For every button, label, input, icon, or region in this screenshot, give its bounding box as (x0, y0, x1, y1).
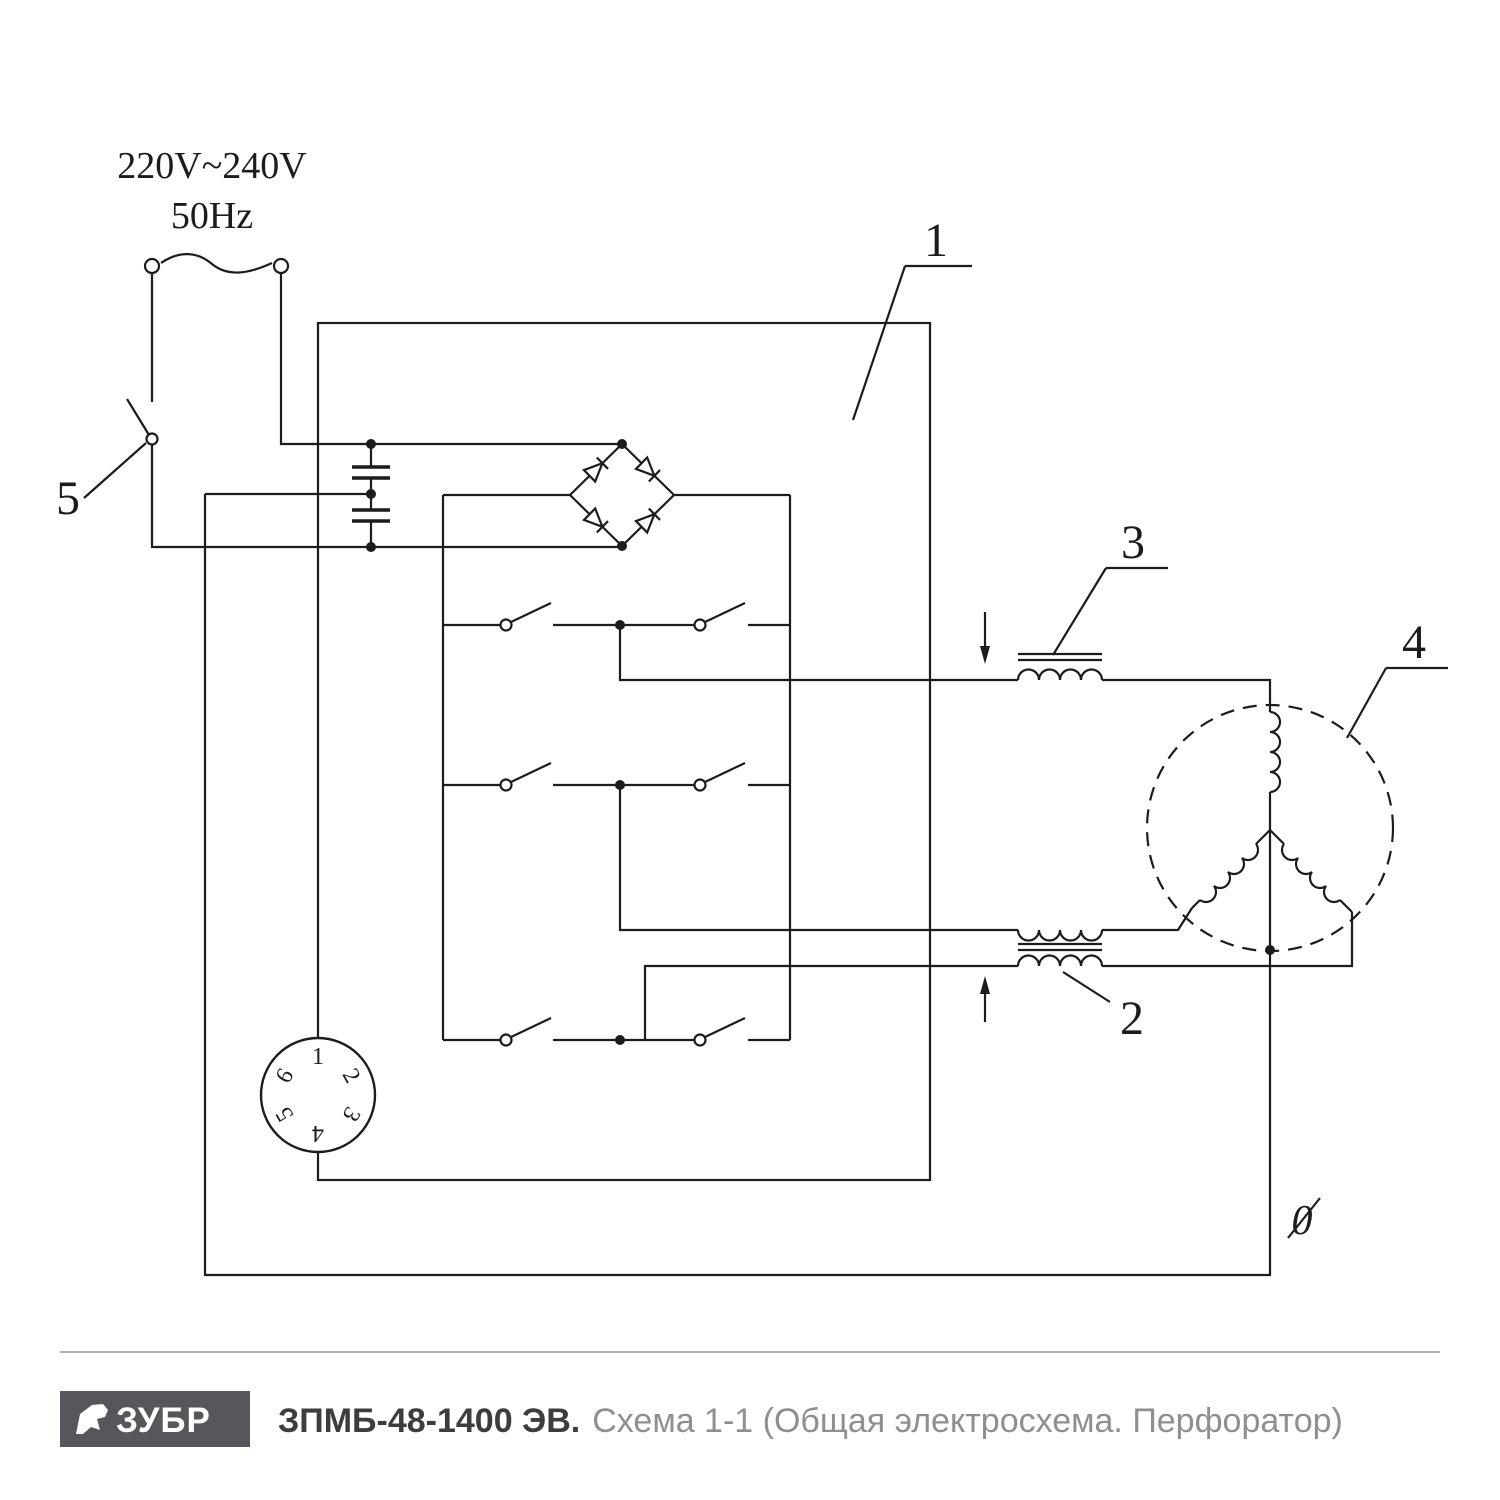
line-wire (279, 273, 622, 446)
callout-1-leader (851, 265, 907, 421)
arrow-up-icon (980, 976, 990, 994)
phase-w-wire-2 (1102, 912, 1354, 968)
switch-contact (693, 778, 707, 792)
coil-3-winding (1016, 668, 1104, 681)
motor-winding-top (1269, 710, 1282, 794)
star-point-dot (1265, 945, 1275, 955)
callout-4-leader (1346, 667, 1387, 739)
connector-body (259, 1036, 377, 1154)
phase-wires (618, 625, 1354, 1040)
motor-winding-left-end (1191, 899, 1201, 909)
rectifier-bridge (443, 442, 790, 548)
motor-winding-right-end (1339, 899, 1353, 913)
lower-sensor-coil (980, 929, 1104, 1022)
junction-dot (617, 541, 627, 551)
switch-row-2 (443, 762, 790, 792)
supply-terminal-right (272, 257, 290, 275)
supply-frequency-label: 50Hz (171, 195, 253, 237)
callout-2-label: 2 (1120, 992, 1144, 1045)
brand-name: ЗУБР (116, 1401, 211, 1440)
junction-dot (366, 542, 376, 552)
callout-1-label: 1 (924, 214, 948, 267)
junction-dot (366, 439, 376, 449)
switch-contact (693, 1033, 707, 1047)
neutral-loop-wire (203, 494, 1272, 1277)
supply-wires (279, 273, 622, 446)
arrow-down-icon (980, 646, 990, 664)
phase-v-wire-2 (1102, 907, 1193, 932)
callout-3-label: 3 (1121, 516, 1145, 569)
callout-4-label: 4 (1402, 616, 1426, 669)
switch-output-wire (150, 445, 622, 549)
switch-blade (704, 1017, 746, 1038)
control-board-box (316, 321, 932, 1182)
round-connector: 1 2 3 4 5 6 (259, 1036, 377, 1154)
phase-w-wire (643, 964, 1018, 1040)
junction-dot (366, 489, 376, 499)
diode-bottom-right (634, 507, 661, 535)
supply-terminal-left (143, 257, 161, 275)
neutral-mark-slash (1287, 1197, 1321, 1239)
switch-blade (704, 602, 746, 623)
callout-5-leader (83, 442, 147, 499)
phase-v-wire (618, 785, 1018, 932)
diode-top-left (582, 456, 609, 484)
callout-labels: 1 3 4 2 5 0 (56, 214, 1448, 1244)
motor-winding-left-lead (1255, 829, 1271, 845)
inverter-switch-matrix (441, 495, 792, 1047)
switch-contact (499, 778, 513, 792)
switch-contact (499, 618, 513, 632)
footer: ЗУБР ЗПМБ-48-1400 ЭВ. Схема 1-1 (Общая эл… (60, 1351, 1440, 1447)
bridge-diamond (568, 442, 676, 548)
connector-pin-1: 1 (312, 1044, 324, 1070)
junction-dot (615, 1035, 625, 1045)
coil-2-upper-winding (1016, 929, 1104, 942)
motor (1145, 703, 1395, 955)
connector-pin-4: 4 (312, 1120, 324, 1146)
junction-dot (617, 439, 627, 449)
switch-blade (510, 762, 552, 783)
capacitor-divider (205, 444, 390, 547)
switch-blade (510, 1017, 552, 1038)
callout-3-leader (1052, 567, 1107, 656)
motor-winding-right-lead (1269, 829, 1285, 845)
diode-bottom-left (582, 506, 609, 534)
switch-row-3 (443, 1017, 790, 1047)
upper-sensor-coil (980, 612, 1104, 681)
callout-2-leader (1062, 971, 1111, 1003)
motor-winding-right (1280, 843, 1341, 904)
switch-contact (693, 618, 707, 632)
scheme-description: Схема 1-1 (Общая электросхема. Перфорато… (592, 1402, 1343, 1440)
switch-contact (499, 1033, 513, 1047)
main-power-switch (126, 273, 622, 549)
motor-winding-left (1199, 843, 1260, 904)
plug-cord-wave (160, 253, 273, 274)
switch-blade (704, 762, 746, 783)
coil-2-lower-winding (1016, 954, 1104, 967)
switch-contact (145, 432, 159, 446)
zubr-logo-icon (76, 1404, 108, 1434)
phase-u-wire (618, 625, 1018, 682)
switch-row-1 (443, 602, 790, 632)
diode-top-right (634, 455, 661, 483)
phase-u-wire-2 (1102, 678, 1272, 712)
footer-caption: ЗПМБ-48-1400 ЭВ. Схема 1-1 (Общая электро… (278, 1402, 1343, 1440)
callout-5-label: 5 (56, 472, 80, 525)
switch-blade (510, 602, 552, 623)
supply-voltage-label: 220V~240V (117, 145, 307, 187)
model-name: ЗПМБ-48-1400 ЭВ. (278, 1402, 580, 1440)
junction-dots (366, 439, 627, 552)
switch-blade (126, 398, 150, 436)
power-supply: 220V~240V 50Hz (117, 145, 307, 275)
